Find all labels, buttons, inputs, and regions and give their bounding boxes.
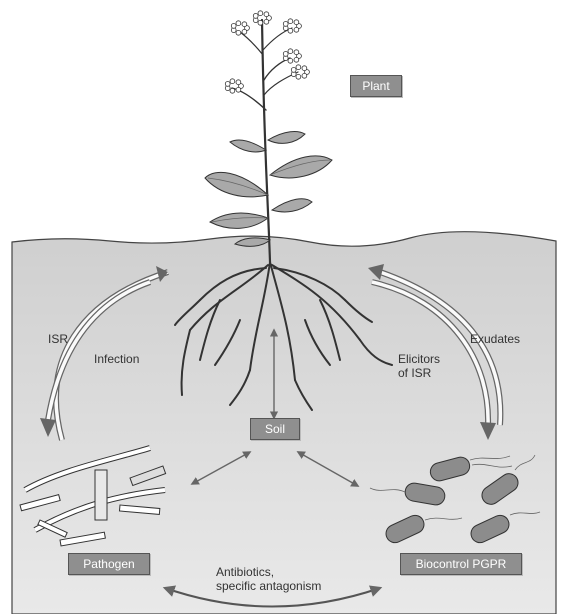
antibiotics-label: Antibiotics, specific antagonism (216, 565, 321, 593)
flower (301, 73, 308, 79)
infection-label: Infection (94, 352, 140, 366)
pgpr-box: Biocontrol PGPR (400, 553, 522, 575)
flower (235, 79, 242, 85)
flower (229, 78, 236, 84)
flower (293, 26, 300, 33)
flower (224, 81, 231, 87)
flower (295, 74, 302, 80)
flower (263, 18, 270, 25)
flower (301, 65, 308, 71)
flower (230, 23, 237, 29)
bacteria (385, 456, 519, 544)
flower (282, 51, 289, 57)
flower (296, 23, 302, 29)
flower (293, 49, 300, 55)
flower (287, 57, 294, 64)
flower-clusters (224, 10, 310, 94)
flower (238, 83, 244, 89)
exudates-label: Exudates (470, 332, 521, 346)
leaf-veins (207, 159, 331, 223)
flower (290, 67, 297, 73)
isr-label: ISR (48, 332, 69, 346)
flower (241, 28, 248, 35)
isr-down-arrow (40, 279, 152, 437)
flower (266, 15, 272, 21)
soil-connectors (190, 328, 360, 487)
pathogen-hyphae (19, 445, 167, 547)
flower (296, 53, 302, 59)
plant-box: Plant (350, 75, 402, 97)
elicitor-arrow (368, 264, 504, 426)
antagonism-arrow (162, 585, 383, 608)
flower (252, 13, 259, 19)
flower (295, 64, 302, 70)
flower (287, 27, 294, 34)
flower (293, 19, 300, 26)
elicitors-line2: of ISR (398, 366, 432, 380)
antibiotics-line2: specific antagonism (216, 579, 322, 593)
flower (241, 21, 248, 28)
elicitors-line1: Elicitors (398, 352, 441, 366)
pathogen-box: Pathogen (68, 553, 150, 575)
flower (235, 29, 242, 36)
flower (235, 87, 242, 93)
flower (287, 48, 294, 54)
bacteria-flagella (369, 454, 541, 521)
elicitors-label: Elicitors of ISR (398, 352, 440, 380)
antibiotics-line1: Antibiotics, (216, 565, 275, 579)
roots (174, 261, 393, 411)
flower (263, 11, 270, 17)
flower (282, 21, 289, 27)
soil-box: Soil (250, 418, 300, 440)
flower (235, 20, 242, 27)
flower (287, 18, 294, 25)
flower (244, 25, 250, 31)
flower (229, 88, 236, 94)
flower (257, 19, 264, 26)
flower (293, 56, 300, 63)
exudates-arrow (371, 279, 496, 440)
flower (304, 69, 310, 75)
flower (257, 10, 264, 16)
